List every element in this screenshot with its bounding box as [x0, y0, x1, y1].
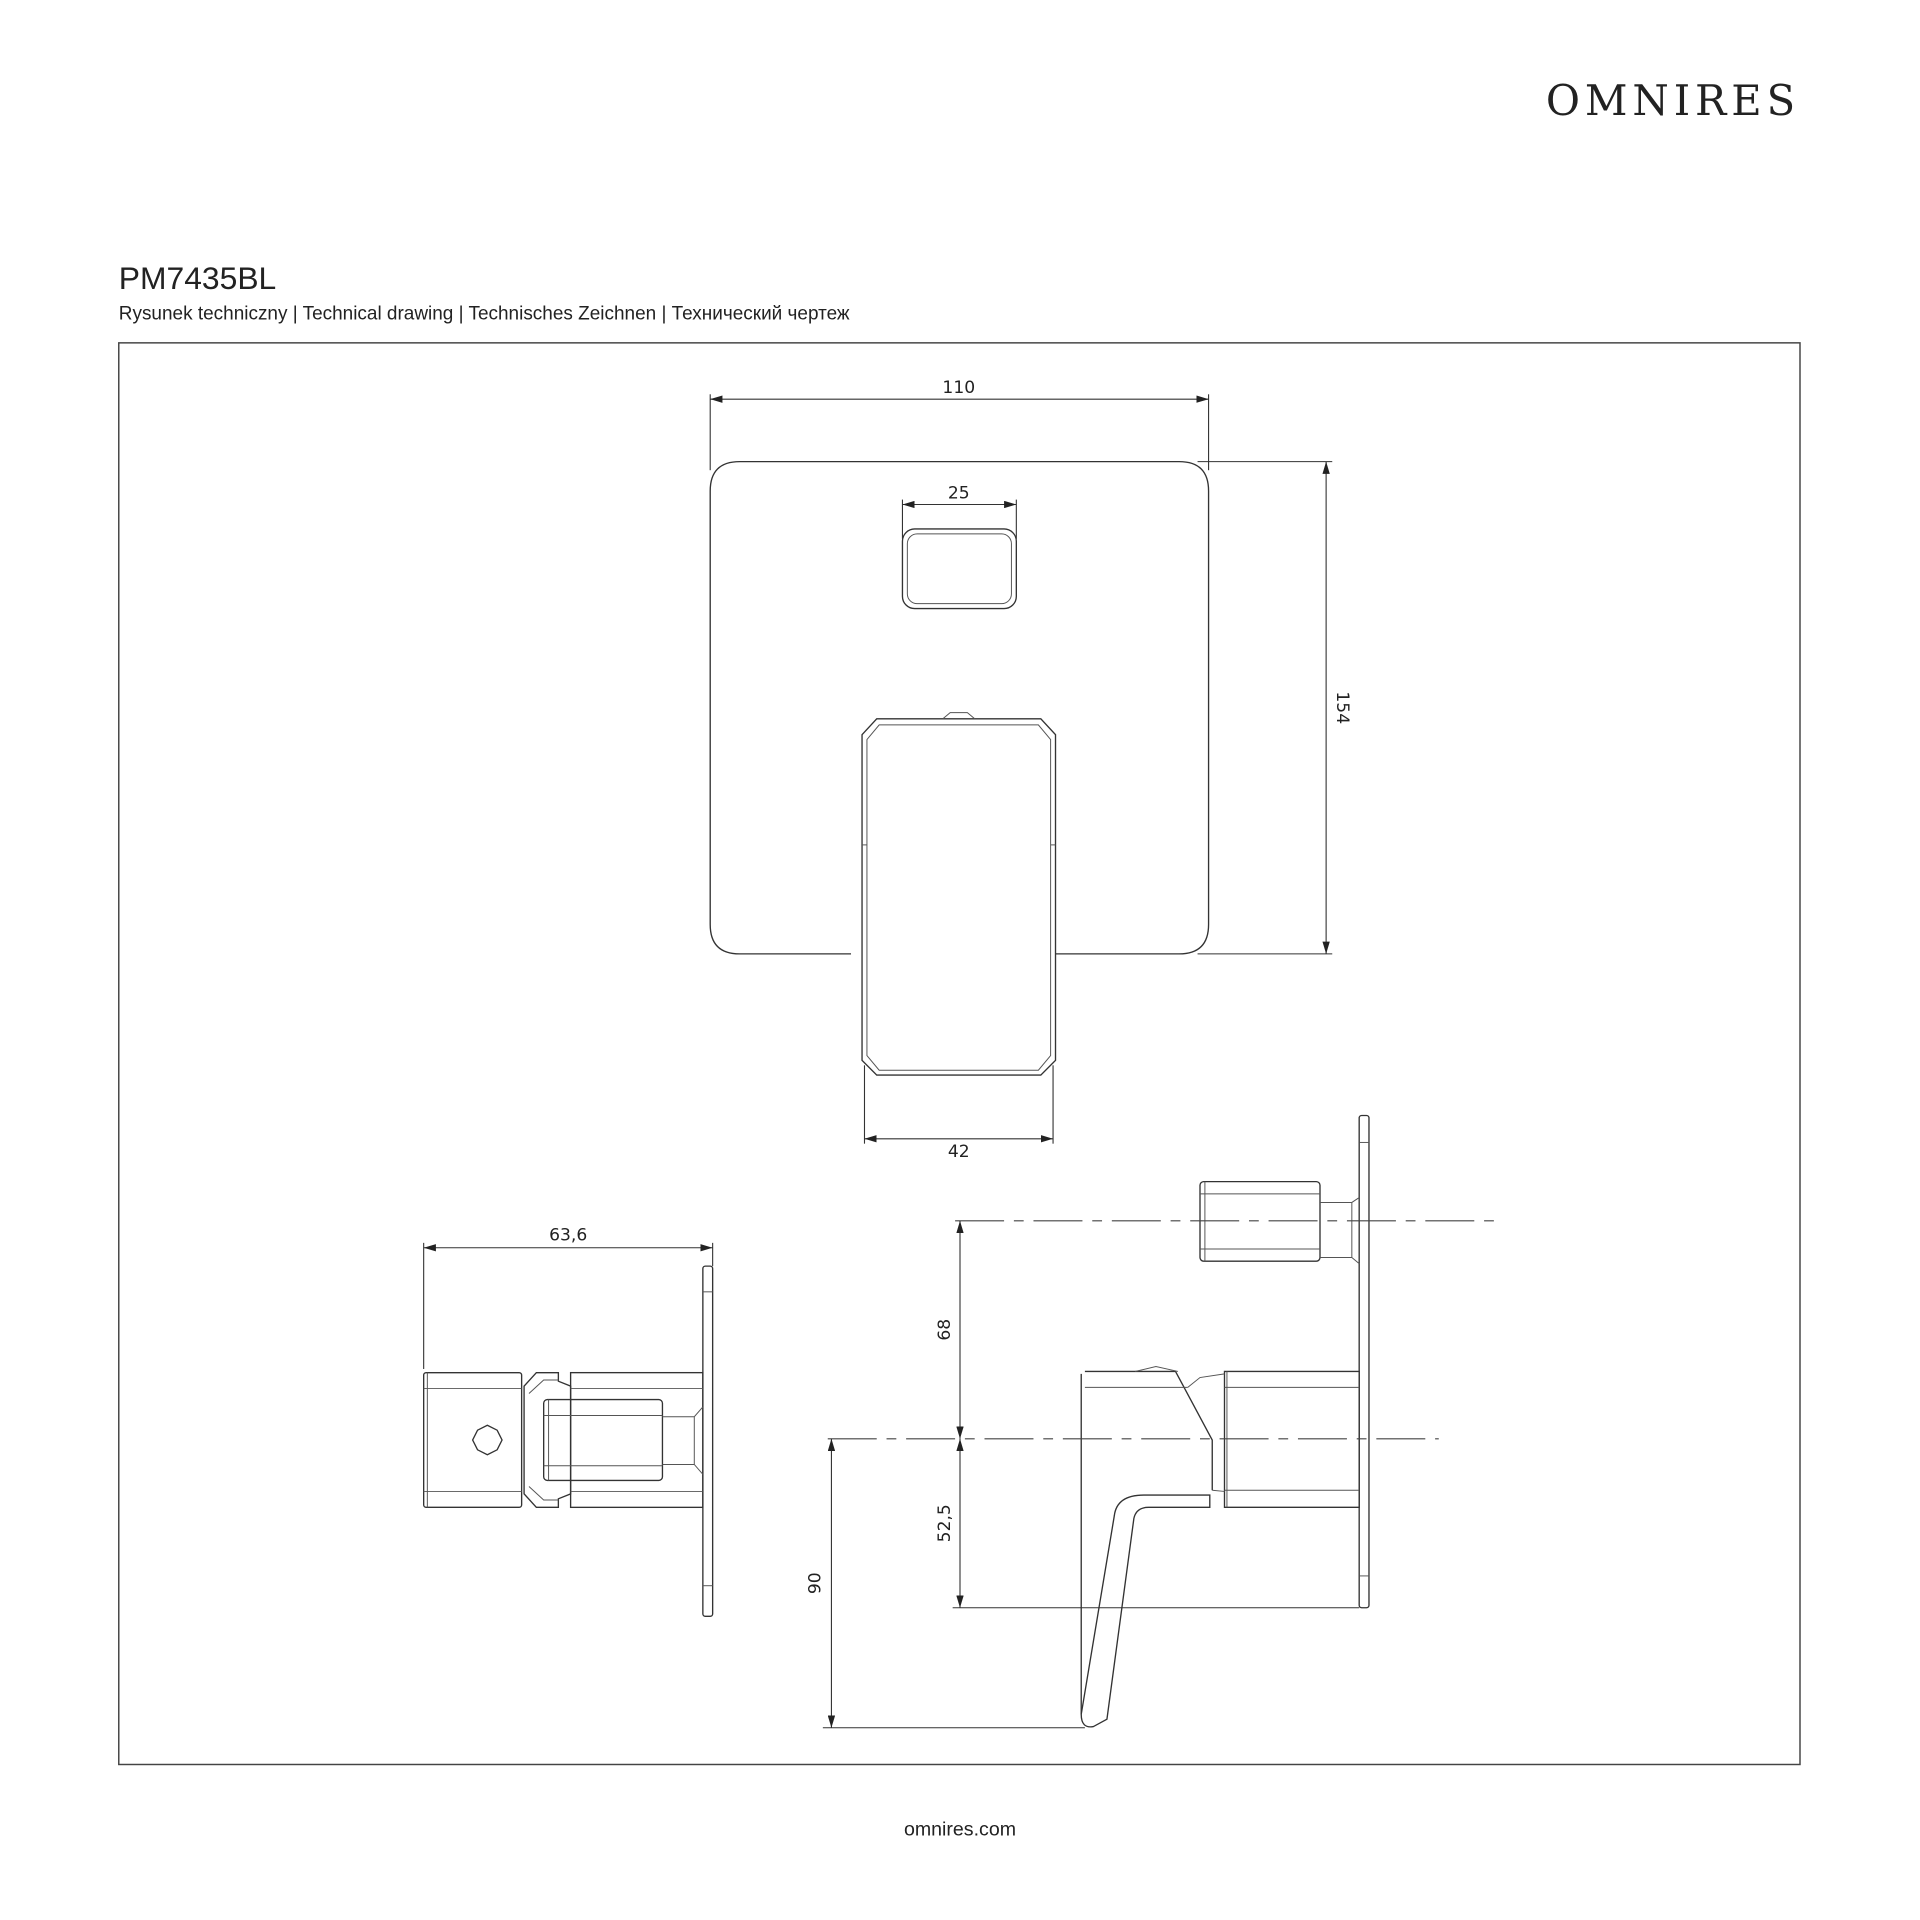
dim-label-63-6: 63,6 — [549, 1225, 587, 1245]
dim-label-90: 90 — [805, 1572, 825, 1594]
front-view — [709, 460, 1210, 1076]
dim-label-68: 68 — [935, 1319, 955, 1341]
dimension-lever-length: 90 — [805, 1438, 1085, 1729]
drawing-frame — [118, 342, 1801, 1766]
dim-label-52-5: 52,5 — [935, 1504, 955, 1542]
dimension-plate-height: 154 — [1197, 461, 1352, 955]
dim-label-154: 154 — [1332, 691, 1352, 724]
drawing-subtitle: Rysunek techniczny | Technical drawing |… — [119, 304, 850, 325]
website-link[interactable]: omnires.com — [904, 1819, 1016, 1841]
dim-label-25: 25 — [948, 483, 970, 503]
product-code: PM7435BL — [119, 260, 276, 296]
side-view-right — [1080, 1114, 1370, 1728]
centerlines — [827, 1220, 1497, 1440]
brand-logo: OMNIRES — [1546, 76, 1800, 125]
dimension-lever-axis-to-bottom: 52,5 — [935, 1438, 1360, 1609]
dimension-lever-width: 42 — [863, 1065, 1054, 1162]
dim-label-42: 42 — [948, 1142, 970, 1162]
dimension-button-width: 25 — [901, 483, 1017, 539]
dimension-side-depth: 63,6 — [423, 1225, 714, 1369]
dimension-plate-width: 110 — [709, 378, 1210, 471]
dim-label-110: 110 — [942, 378, 975, 398]
dimension-axis-spacing: 68 — [935, 1220, 964, 1439]
side-view-left — [423, 1265, 714, 1617]
